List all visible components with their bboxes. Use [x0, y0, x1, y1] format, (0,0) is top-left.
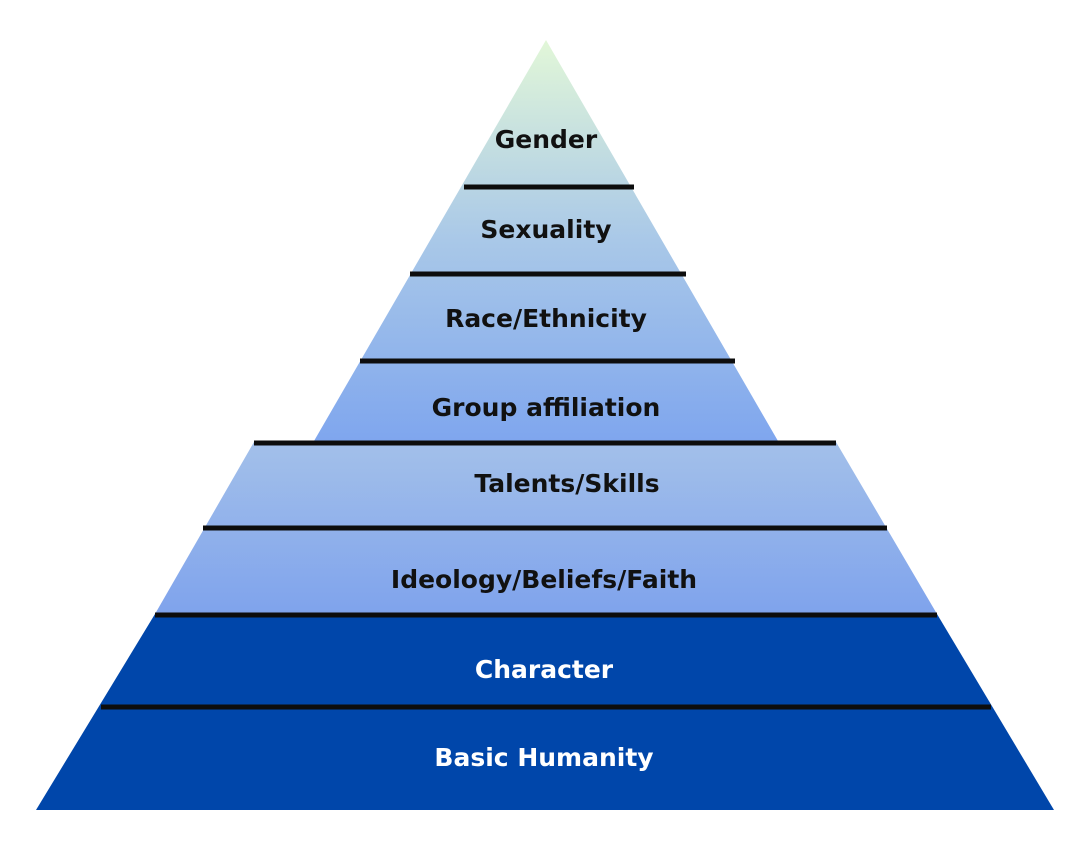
layer-label-ideology-beliefs-faith: Ideology/Beliefs/Faith: [391, 565, 697, 594]
layer-label-sexuality: Sexuality: [480, 215, 611, 244]
layer-labels: Gender Sexuality Race/Ethnicity Group af…: [391, 125, 697, 772]
layer-label-gender: Gender: [495, 125, 598, 154]
layer-label-basic-humanity: Basic Humanity: [434, 743, 653, 772]
layer-label-race-ethnicity: Race/Ethnicity: [445, 304, 647, 333]
pyramid-base-section: [36, 614, 1054, 810]
dividers: [101, 184, 991, 710]
layer-label-talents-skills: Talents/Skills: [474, 469, 659, 498]
layer-label-group-affiliation: Group affiliation: [432, 393, 661, 422]
pyramid-upper-section: [314, 40, 778, 441]
layer-label-character: Character: [475, 655, 614, 684]
